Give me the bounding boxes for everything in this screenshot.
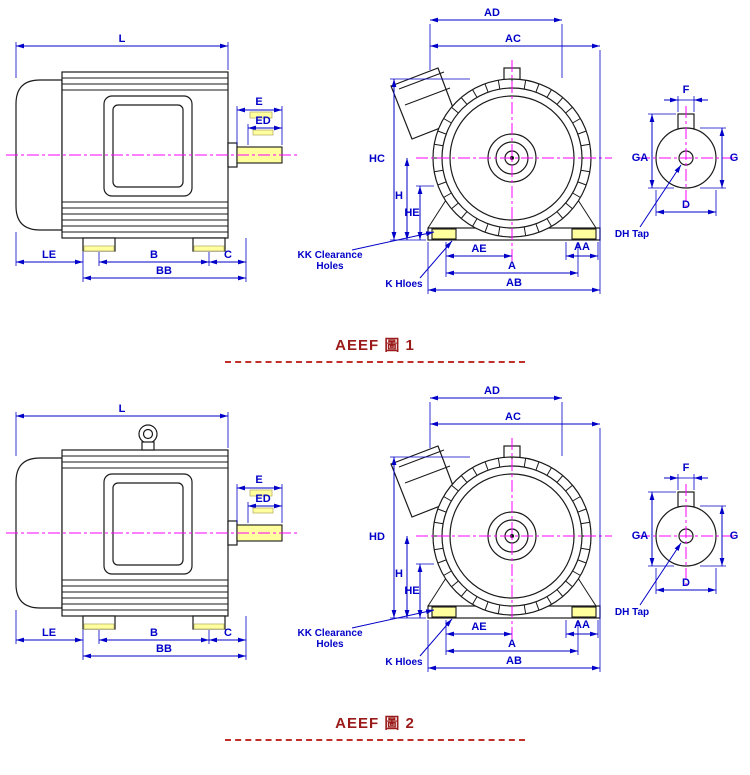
dim-label-BB: BB [156, 265, 172, 277]
dim-label-G: G [730, 152, 739, 164]
dim-label-F: F [683, 84, 690, 96]
dh-leader-line [639, 542, 682, 606]
foot-hole-right [571, 606, 597, 618]
dim-label-ED: ED [255, 493, 270, 505]
dim-label-H: H [395, 190, 403, 202]
figure-2-caption-text: AEEF 圖 2 [335, 715, 415, 732]
foot-hole-left [431, 228, 457, 240]
side-dimensions: L E ED LE B C BB [15, 33, 283, 282]
foot-right-highlight [193, 245, 225, 252]
dim-label-B: B [150, 249, 158, 261]
kk-clearance-label-1: KK Clearance [297, 250, 362, 261]
body-fins [62, 455, 228, 611]
kk-leader-line [351, 231, 435, 251]
dim-label-C: C [224, 249, 232, 261]
end-dimensions: F GA G D DH Tap [615, 84, 738, 240]
dim-label-AD: AD [484, 7, 500, 19]
dim-label-GA: GA [632, 152, 649, 164]
dim-label-BB: BB [156, 643, 172, 655]
side-view: L E ED LE B C BB [6, 403, 298, 660]
foot-hole-left [431, 606, 457, 618]
figure-1-caption: AEEF 圖 1 [0, 320, 750, 378]
foot-left-highlight [83, 623, 115, 630]
dh-leader-line [639, 164, 682, 228]
dh-tap-label: DH Tap [615, 229, 649, 240]
dim-label-G: G [730, 530, 739, 542]
front-dimensions: AD AC HC H HE AE A AB AA [297, 7, 601, 294]
figure-2: L E ED LE B C BB [6, 385, 738, 672]
kk-clearance-label-2: Holes [316, 261, 344, 272]
body-fins [62, 77, 228, 233]
dim-label-AD: AD [484, 385, 500, 397]
dim-label-C: C [224, 627, 232, 639]
dim-label-AA: AA [574, 241, 590, 253]
frame-box-outer [103, 473, 193, 575]
dim-label-D: D [682, 199, 690, 211]
cooling-fins [433, 457, 591, 615]
dim-label-height: HC [369, 153, 385, 165]
dim-label-AE: AE [471, 243, 486, 255]
kk-clearance-label-2: Holes [316, 639, 344, 650]
k-leader-line [419, 618, 453, 657]
dim-label-L: L [119, 403, 126, 415]
frame-box-inner [112, 104, 184, 188]
dim-label-ED: ED [255, 115, 270, 127]
dim-label-AE: AE [471, 621, 486, 633]
eyebolt-stem [141, 441, 155, 451]
side-dimensions: L E ED LE B C BB [15, 403, 283, 660]
k-holes-label: K Hloes [385, 279, 423, 290]
dim-label-height: HD [369, 531, 385, 543]
dim-label-AC: AC [505, 411, 521, 423]
figure-1-caption-text: AEEF 圖 1 [335, 337, 415, 354]
dim-label-E: E [255, 474, 262, 486]
front-dimensions: AD AC HD H HE AE A AB AA [297, 385, 601, 672]
dim-label-B: B [150, 627, 158, 639]
end-view: F GA G D DH Tap [615, 462, 738, 618]
frame-box-inner [112, 482, 184, 566]
foot-left-highlight [83, 245, 115, 252]
end-view: F GA G D DH Tap [615, 84, 738, 240]
dim-label-E: E [255, 96, 262, 108]
dim-label-LE: LE [42, 627, 56, 639]
dim-label-HE: HE [404, 207, 419, 219]
dim-label-A: A [508, 638, 516, 650]
dim-label-D: D [682, 577, 690, 589]
eyebolt-ring [138, 424, 158, 444]
dim-label-LE: LE [42, 249, 56, 261]
kk-clearance-label-1: KK Clearance [297, 628, 362, 639]
dim-label-AA: AA [574, 619, 590, 631]
kk-leader-line [351, 609, 435, 629]
end-dimensions: F GA G D DH Tap [615, 462, 738, 618]
figure-2-caption-divider [225, 739, 525, 741]
figure-1-caption-divider [225, 361, 525, 363]
k-holes-label: K Hloes [385, 657, 423, 668]
cooling-fins [433, 79, 591, 237]
dh-tap-label: DH Tap [615, 607, 649, 618]
foot-hole-right [571, 228, 597, 240]
dim-label-AB: AB [506, 277, 522, 289]
side-view: L E ED LE B C BB [6, 33, 298, 282]
figure-1: L E ED LE B C BB [6, 7, 738, 294]
dim-label-L: L [119, 33, 126, 45]
dim-label-AC: AC [505, 33, 521, 45]
front-view: AD AC HD H HE AE A AB AA [297, 385, 612, 672]
dim-label-AB: AB [506, 655, 522, 667]
dim-label-GA: GA [632, 530, 649, 542]
dim-label-A: A [508, 260, 516, 272]
foot-right-highlight [193, 623, 225, 630]
dim-label-H: H [395, 568, 403, 580]
k-leader-line [419, 240, 453, 279]
dim-label-F: F [683, 462, 690, 474]
dim-label-HE: HE [404, 585, 419, 597]
front-view: AD AC HC H HE AE A AB AA [297, 7, 612, 294]
frame-box-outer [103, 95, 193, 197]
figure-2-caption: AEEF 圖 2 [0, 698, 750, 756]
